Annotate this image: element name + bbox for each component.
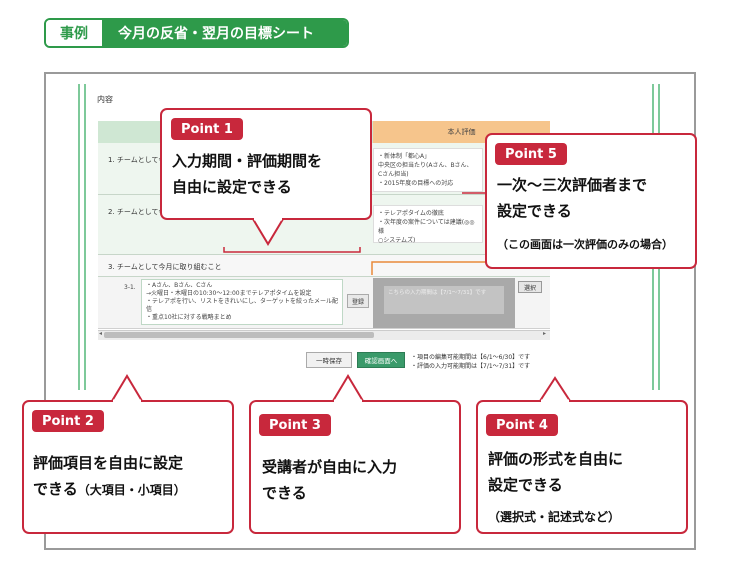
point1-line1: 入力期間・評価期間を (172, 152, 323, 170)
scroll-left-icon[interactable]: ◂ (99, 330, 103, 337)
eval-line: ・2015年度の目標への対応 (378, 180, 454, 187)
point1-badge: Point 1 (171, 118, 243, 140)
example-header: 事例 今月の反省・翌月の目標シート (44, 18, 349, 48)
left-border-line-2 (84, 84, 86, 390)
text-line: ・重点10社に対する戦略まとめ (146, 314, 232, 321)
text-line: ・テレアポを行い、リストをきれいにし、ターゲットを絞ったメール配信 (146, 298, 339, 313)
disabled-eval-input: こちらの入力期間は【7/1〜7/31】です (384, 286, 504, 314)
point5-note: （この画面は一次評価のみの場合） (497, 238, 673, 251)
eval-cell-2[interactable]: ・テレアポタイムの徹底 ・次年度の案件については建議(◎◎様 ○システムズ) (373, 205, 483, 244)
point3-badge: Point 3 (259, 414, 331, 436)
row-label: 1. チームとして今 (108, 156, 166, 164)
point2-badge: Point 2 (32, 410, 104, 432)
point2-line2: できる（大項目・小項目） (33, 480, 186, 498)
confirm-screen-button[interactable]: 確認画面へ (357, 352, 405, 368)
eval-line: ・テレアポタイムの徹底 (378, 210, 444, 217)
point4-note: （選択式・記述式など） (488, 510, 621, 524)
eval-period-note: ・評価の入力可能期間は【7/1〜7/31】です (411, 363, 531, 370)
point4-badge: Point 4 (486, 414, 558, 436)
eval-cell-1[interactable]: ・新体制「都心A」 中央区の担当たり(Aさん、Bさん、 Cさん担当) ・2015… (373, 148, 483, 192)
point4-line2: 設定できる (488, 476, 563, 494)
point2-line1: 評価項目を自由に設定 (33, 454, 184, 472)
point5-line2: 設定できる (497, 202, 572, 220)
content-label: 内容 (97, 95, 113, 104)
row-label: 3. チームとして今月に取り組むこと (108, 263, 222, 271)
temp-save-button[interactable]: 一時保存 (306, 352, 352, 368)
table-row: 3. チームとして今月に取り組むこと (98, 255, 550, 277)
edit-period-note: ・項目の編集可能期間は【6/1〜6/30】です (411, 354, 531, 361)
eval-line: ・新体制「都心A」 (378, 153, 431, 160)
point3-line1: 受講者が自由に入力 (262, 458, 398, 476)
point4-line1: 評価の形式を自由に (488, 450, 624, 468)
point4-text: 評価の形式を自由に 設定できる (488, 446, 623, 498)
sheet-title: 今月の反省・翌月の目標シート (104, 20, 347, 46)
left-border-line (78, 84, 80, 390)
point5-badge: Point 5 (495, 143, 567, 165)
point1-line2: 自由に設定できる (172, 178, 292, 196)
eval-line: ○システムズ) (378, 237, 416, 244)
point2-text: 評価項目を自由に設定 できる（大項目・小項目） (33, 450, 186, 503)
point5-line1: 一次〜三次評価者まで (497, 176, 648, 194)
select-button[interactable]: 選択 (518, 281, 542, 293)
scroll-right-icon[interactable]: ▸ (543, 330, 547, 337)
row-label: 2. チームとして今 (108, 208, 166, 216)
eval-line: 中央区の担当たり(Aさん、Bさん、 (378, 162, 473, 169)
point3-text: 受講者が自由に入力 できる (262, 454, 397, 506)
scrollbar-thumb[interactable] (104, 332, 374, 338)
sub-item-id: 3-1. (124, 284, 136, 291)
point5-text: 一次〜三次評価者まで 設定できる (497, 172, 647, 224)
point1-text: 入力期間・評価期間を 自由に設定できる (172, 148, 322, 200)
text-line: ・Aさん、Bさん、Cさん (146, 282, 213, 289)
example-tag: 事例 (46, 20, 104, 46)
point3-line2: できる (262, 484, 307, 502)
register-button[interactable]: 登録 (347, 294, 369, 308)
text-line: →火曜日・木曜日の10:30〜12:00までテレアポタイムを設定 (146, 290, 312, 297)
eval-line: ・次年度の案件については建議(◎◎様 (378, 219, 475, 235)
sub-item-textarea[interactable]: ・Aさん、Bさん、Cさん →火曜日・木曜日の10:30〜12:00までテレアポタ… (141, 279, 343, 325)
eval-line: Cさん担当) (378, 171, 409, 178)
